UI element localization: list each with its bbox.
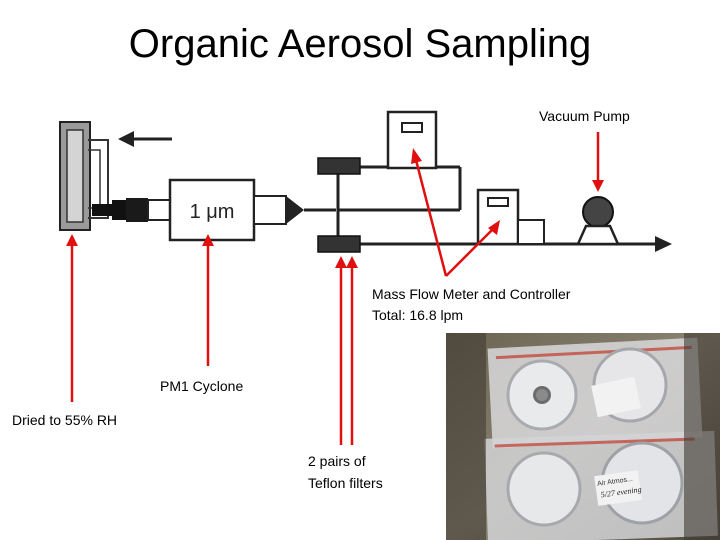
cyclone-label: PM1 Cyclone [160,378,244,394]
mass-flow-controller-label: Mass Flow Meter and Controller [372,286,571,302]
mass-flow-controller-1 [386,110,438,170]
dryer-inlet [59,121,109,231]
dryer-label: Dried to 55% RH [12,412,118,428]
filters-label-line1: 2 pairs of [308,453,366,469]
page-title: Organic Aerosol Sampling [128,22,592,66]
cyclone-box-label: 1 μm [190,201,235,223]
vacuum-pump-label: Vacuum Pump [539,108,630,124]
flow-total-label: Total: 16.8 lpm [372,307,464,323]
teflon-filter-holders [317,157,361,253]
filter-dishes-photo: Air Atmos... 5/27 evening [446,333,720,540]
annotation-arrows [66,132,604,445]
cyclone-box: 1 μm [168,178,304,242]
exhaust-arrow [118,131,172,147]
vacuum-pump [576,196,620,246]
photo-label-a: Air Atmos... [597,476,633,488]
mass-flow-controller-2 [476,188,545,246]
filters-label-line2: Teflon filters [308,475,383,491]
